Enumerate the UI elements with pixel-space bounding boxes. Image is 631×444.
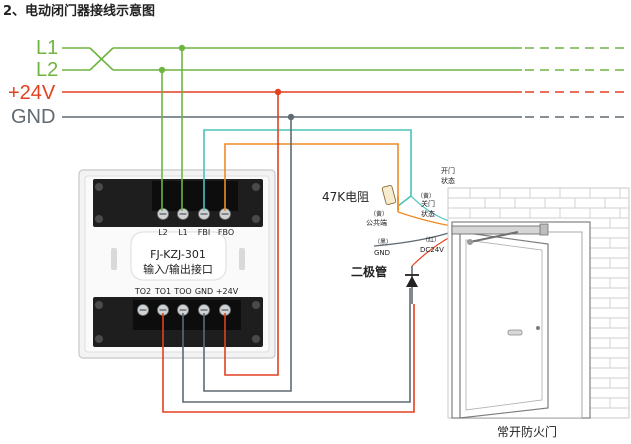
resistor-label: 47K电阻 [322,190,369,204]
label-red-tag: （红） [422,236,440,244]
terminal-label-to2: TO2 [134,287,151,296]
module-model: FJ-KZJ-301 [150,248,206,261]
terminal-label-fbi: FBI [198,228,210,237]
resistor-47k: 47K电阻 [322,185,399,212]
label-open-state-line1: 开门 [441,166,455,175]
label-close-state-line1: 关门 [421,199,435,208]
terminal-label-l2: L2 [158,228,168,237]
wire-fbi [203,129,412,211]
l2-bus-label: L2 [36,59,58,81]
label-dc24v: DC24V [420,246,444,254]
top-terminal-block: L2 L1 FBI FBO [93,179,263,237]
l1-bus: L1 [36,37,629,71]
label-open-state-line2: 状态 [441,176,455,185]
fire-door: 常开防火门 [447,187,630,439]
wire-fbo [224,143,399,211]
wire-too [182,288,411,403]
diode: 二极管 [351,264,419,304]
terminal-label-fbo: FBO [218,228,234,237]
terminal-label-to1: TO1 [154,287,171,296]
label-black-tag: （黑） [374,239,392,246]
door-label: 常开防火门 [497,424,557,439]
terminal-label-l1: L1 [178,228,188,237]
module-box: FJ-KZJ-301 输入/输出接口 L2 L1 FBI FBO T [78,169,276,359]
bottom-terminal-block: TO2 TO1 TOO GND +24V [93,287,263,347]
diode-label: 二极管 [351,264,387,279]
module-subtitle: 输入/输出接口 [143,262,213,276]
v24-bus: +24V [8,82,629,104]
terminal-label-24v: +24V [216,287,239,296]
label-gnd-lead: GND [374,249,390,257]
label-close-state-line2: 状态 [421,209,435,218]
diagram-heading: 2、电动闭门器接线示意图 [3,3,155,19]
gnd-bus-label: GND [11,106,55,128]
wire-24v [224,88,282,376]
l1-bus-label: L1 [36,37,58,59]
wire-gnd [203,113,295,392]
v24-bus-label: +24V [8,82,56,104]
lead-labels: 开门 状态 （黄） 关门 状态 （黄） 公共端 （黑） GND （红） DC24… [366,166,455,257]
wire-l2 [158,66,166,211]
label-yellow-tag-1: （黄） [417,192,435,200]
terminal-label-gnd: GND [195,287,213,296]
wire-l1 [178,44,186,211]
wire-to1 [162,304,415,413]
label-yellow-tag-2: （黄） [370,210,388,218]
label-common-end: 公共端 [366,218,387,227]
gnd-bus: GND [11,106,629,128]
terminal-label-too: TOO [173,287,191,296]
l2-bus: L2 [36,47,629,81]
